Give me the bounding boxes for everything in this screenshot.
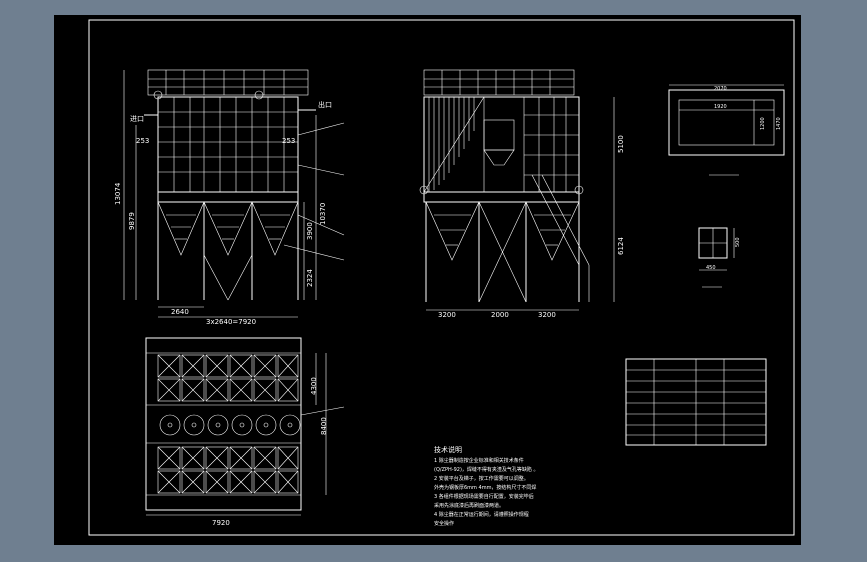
tech-note-line: 1 除尘器制造按企业标准和相关技术条件	[434, 457, 524, 464]
front-inlet-dim: 253	[136, 137, 149, 145]
side-right-bay: 3200	[538, 311, 556, 319]
front-outlet-dim: 253	[282, 137, 295, 145]
cad-drawing: 进口 出口 253 253 13074 9879 10370 3900 2324…	[88, 19, 795, 536]
front-elevation	[123, 69, 345, 318]
parameter-table	[625, 358, 767, 446]
side-upper-height: 5100	[617, 135, 625, 153]
front-total-width: 3x2640=7920	[206, 318, 256, 326]
detail-a-outer-width: 2070	[714, 86, 727, 92]
side-left-bay: 3200	[438, 311, 456, 319]
tech-note-line: 外壳为钢板厚6mm 4mm，按结构尺寸不同焊	[434, 484, 536, 491]
front-right-height-2: 3900	[306, 222, 314, 240]
plan-width: 7920	[212, 519, 230, 527]
drawing-border	[88, 19, 795, 536]
front-lower-height: 9879	[128, 212, 136, 230]
tech-note-line: 4 除尘器在正常运行期间，请遵照操作规程	[434, 511, 529, 518]
side-elevation	[419, 69, 615, 311]
plan-total-height: 8400	[320, 417, 328, 435]
side-lower-height: 6124	[617, 237, 625, 255]
tech-note-line: 3 各组件根据现场需要自行配置，安装完毕后	[434, 493, 534, 500]
tech-note-line: (Q/ZPH-92)，焊缝不得有夹渣及气孔等缺陷 。	[434, 466, 538, 473]
tech-note-line: 2 安装平台及梯子，按工作需要可以调整。	[434, 475, 529, 482]
front-right-height-3: 2324	[306, 269, 314, 287]
side-middle-bay: 2000	[491, 311, 509, 319]
detail-a-inner-width: 1920	[714, 104, 727, 110]
plan-view	[145, 337, 345, 516]
detail-b-width: 450	[706, 265, 716, 271]
detail-a-inner-height: 1200	[760, 117, 766, 130]
tech-note-line: 安全操作	[434, 520, 454, 527]
outlet-label: 出口	[318, 100, 332, 109]
front-bay-width: 2640	[171, 308, 189, 316]
tech-notes-title: 技术说明	[434, 445, 462, 454]
detail-b	[698, 227, 735, 288]
front-right-height-1: 10370	[319, 203, 327, 225]
inlet-label: 进口	[130, 115, 144, 123]
tech-note-line: 采用先涂底漆后再刷面漆两道。	[434, 502, 504, 509]
detail-b-height: 500	[735, 237, 741, 247]
detail-a-outer-height: 1470	[776, 117, 782, 130]
drawing-sheet: 进口 出口 253 253 13074 9879 10370 3900 2324…	[54, 15, 801, 545]
plan-upper-height: 4300	[310, 377, 318, 395]
detail-a	[668, 84, 785, 176]
front-total-height: 13074	[114, 182, 122, 205]
